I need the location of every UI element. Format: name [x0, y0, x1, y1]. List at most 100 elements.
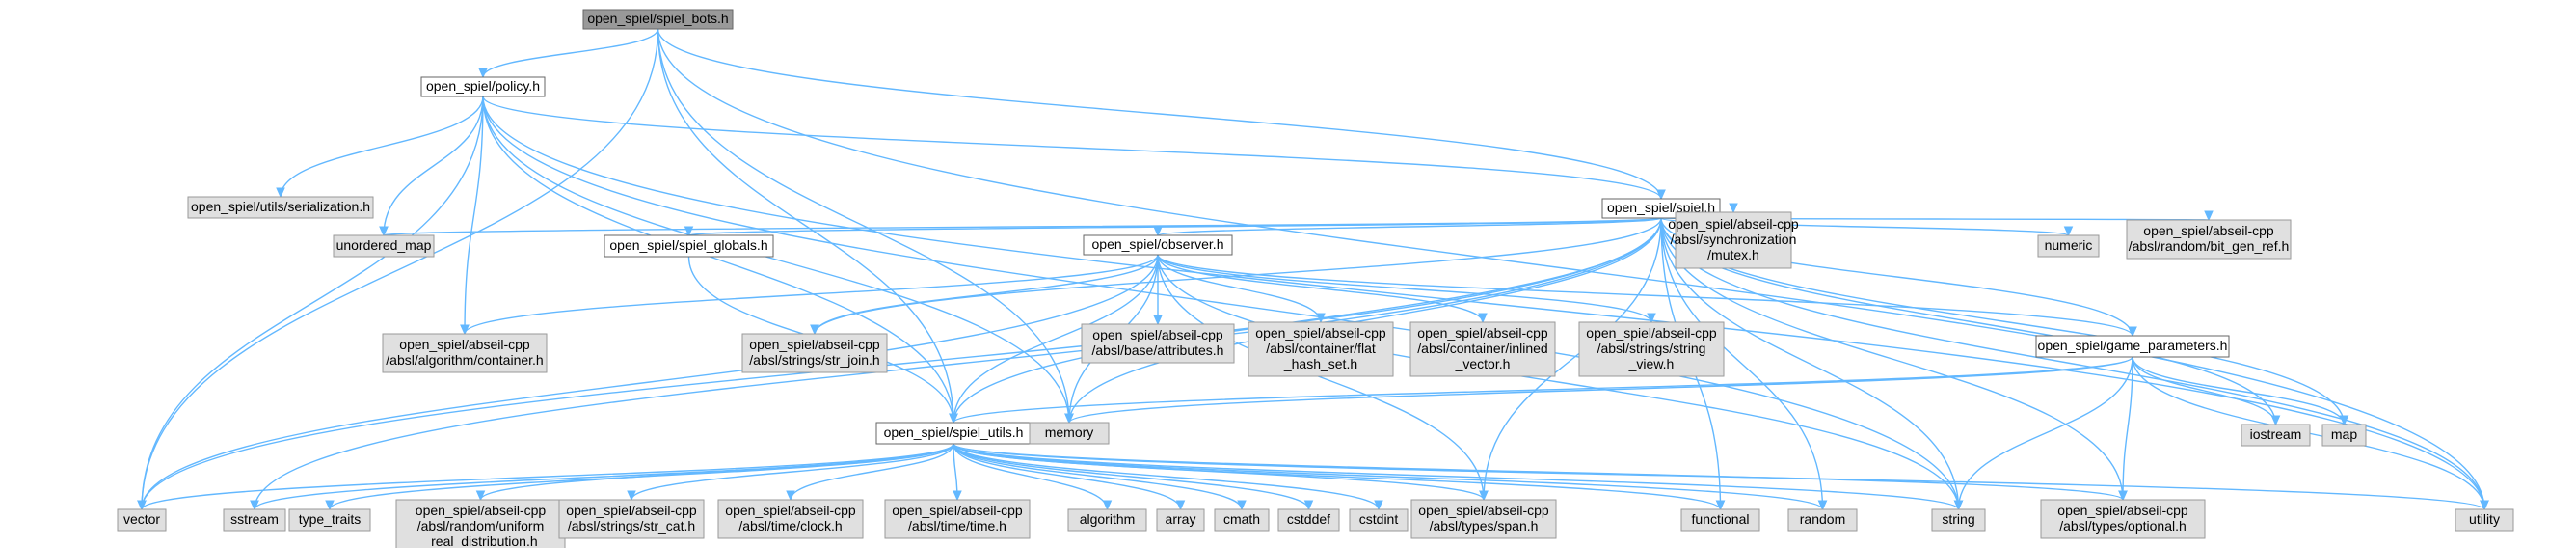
node-box-string_view [1578, 321, 1725, 377]
node-memory: memory [1029, 422, 1110, 445]
edge-observer-to-string [1157, 254, 1960, 510]
node-box-memory [1029, 422, 1110, 445]
node-policy[interactable]: open_spiel/policy.h [420, 76, 546, 97]
arrowhead-game_parameters-to-memory [1064, 413, 1074, 425]
edge-policy-to-serialization [280, 96, 484, 198]
arrowhead-game_parameters-to-map [2339, 415, 2349, 426]
edge-game_parameters-to-optional [2122, 356, 2133, 501]
node-optional: open_spiel/abseil-cpp/absl/types/optiona… [2040, 499, 2206, 539]
arrowhead-observer-to-attributes [1153, 315, 1163, 326]
node-spiel_bots[interactable]: open_spiel/spiel_bots.h [582, 9, 734, 30]
node-observer[interactable]: open_spiel/observer.h [1083, 234, 1233, 256]
node-box-cmath [1214, 508, 1270, 532]
edge-spiel_bots-to-memory [657, 28, 1070, 424]
node-label-algo_container-0: open_spiel/abseil-cpp [399, 337, 530, 352]
node-label-str_cat-0: open_spiel/abseil-cpp [566, 503, 697, 518]
node-utility: utility [2455, 508, 2514, 532]
node-box-span [1410, 499, 1557, 539]
node-spiel_globals[interactable]: open_spiel/spiel_globals.h [604, 234, 774, 258]
node-box-inlined_vector [1409, 321, 1556, 377]
node-box-array [1156, 508, 1205, 532]
edge-spiel_bots-to-spiel_utils [657, 28, 954, 424]
edge-spiel_bots-to-spiel [657, 28, 1662, 200]
arrowhead-spiel_utils-to-cstdint [1374, 500, 1383, 511]
node-label-policy-0: open_spiel/policy.h [426, 78, 540, 94]
arrowhead-spiel_utils-to-functional [1715, 500, 1726, 511]
node-label-cstdint-0: cstdint [1359, 511, 1399, 527]
edge-observer-to-flat_hash_set [1157, 254, 1322, 323]
node-label-bit_gen_ref-0: open_spiel/abseil-cpp [2143, 223, 2274, 238]
node-label-mutex-0: open_spiel/abseil-cpp [1668, 216, 1799, 232]
edge-spiel_utils-to-optional [953, 443, 2124, 501]
node-label-string_view-2: _view.h [1628, 356, 1675, 371]
node-label-unordered_map-0: unordered_map [336, 237, 432, 253]
edge-spiel-to-spiel_globals [687, 217, 1662, 236]
arrowhead-spiel_utils-to-cmath [1237, 500, 1247, 511]
node-box-observer [1083, 234, 1233, 256]
arrowhead-spiel_utils-to-clock [786, 490, 795, 502]
node-label-flat_hash_set-2: _hash_set.h [1283, 356, 1357, 371]
node-label-uniform_real-1: /absl/random/uniform [417, 518, 545, 534]
node-box-str_cat [558, 499, 705, 539]
node-label-clock-1: /absl/time/clock.h [738, 518, 842, 534]
node-box-clock [717, 499, 864, 539]
edge-spiel-to-memory [1068, 217, 1662, 424]
arrowhead-observer-to-game_parameters [2128, 326, 2137, 338]
node-label-str_join-0: open_spiel/abseil-cpp [749, 337, 880, 352]
node-box-functional [1680, 508, 1760, 532]
node-box-spiel_globals [604, 234, 774, 258]
node-label-string-0: string [1942, 511, 1974, 527]
node-label-time-0: open_spiel/abseil-cpp [892, 503, 1023, 518]
node-label-bit_gen_ref-1: /absl/random/bit_gen_ref.h [2129, 238, 2290, 254]
arrowhead-spiel-to-bit_gen_ref [2204, 210, 2214, 222]
node-label-string_view-0: open_spiel/abseil-cpp [1586, 325, 1717, 341]
node-flat_hash_set: open_spiel/abseil-cpp/absl/container/fla… [1248, 321, 1394, 377]
node-game_parameters[interactable]: open_spiel/game_parameters.h [2035, 335, 2230, 358]
node-box-random [1787, 508, 1858, 532]
edge-policy-to-algo_container [464, 96, 484, 335]
node-spiel_utils[interactable]: open_spiel/spiel_utils.h [875, 422, 1032, 445]
edge-spiel_utils-to-str_cat [631, 443, 954, 501]
node-label-span-0: open_spiel/abseil-cpp [1418, 503, 1549, 518]
node-label-memory-0: memory [1045, 425, 1094, 440]
node-box-attributes [1081, 323, 1235, 364]
arrowhead-spiel_utils-to-cstddef [1303, 500, 1314, 511]
edge-spiel-to-optional [1660, 217, 2124, 501]
arrowhead-spiel_utils-to-str_cat [627, 490, 636, 502]
node-cmath: cmath [1214, 508, 1270, 532]
arrowhead-spiel-to-numeric [2063, 226, 2074, 237]
edge-observer-to-spiel_utils [953, 254, 1159, 424]
node-label-utility-0: utility [2469, 511, 2500, 527]
node-box-game_parameters [2035, 335, 2230, 358]
node-random: random [1787, 508, 1858, 532]
edge-spiel-to-span [1483, 217, 1662, 501]
edge-spiel_utils-to-functional [953, 443, 1722, 510]
edge-spiel_utils-to-vector [141, 443, 954, 510]
node-label-observer-0: open_spiel/observer.h [1092, 236, 1224, 252]
edge-spiel-to-vector [141, 217, 1662, 510]
node-label-time-1: /absl/time/time.h [908, 518, 1006, 534]
node-mutex: open_spiel/abseil-cpp/absl/synchronizati… [1668, 211, 1799, 269]
node-algorithm: algorithm [1067, 508, 1147, 532]
arrowhead-observer-to-flat_hash_set [1316, 313, 1326, 324]
node-label-game_parameters-0: open_spiel/game_parameters.h [2038, 338, 2228, 353]
arrowhead-observer-to-string_view [1647, 313, 1656, 324]
arrowhead-policy-to-spiel [1656, 189, 1666, 201]
node-box-optional [2040, 499, 2206, 539]
edge-policy-to-memory [482, 96, 1070, 424]
node-box-spiel_bots [582, 9, 734, 30]
node-box-mutex [1675, 211, 1792, 269]
node-inlined_vector: open_spiel/abseil-cpp/absl/container/inl… [1409, 321, 1556, 377]
node-box-serialization [187, 196, 374, 219]
arrowhead-spiel_utils-to-array [1175, 500, 1186, 511]
node-serialization: open_spiel/utils/serialization.h [187, 196, 374, 219]
edge-observer-to-string_view [1157, 254, 1652, 323]
node-box-flat_hash_set [1248, 321, 1394, 377]
arrowhead-spiel_utils-to-algorithm [1102, 500, 1113, 511]
node-label-sstream-0: sstream [230, 511, 279, 527]
arrowhead-spiel_utils-to-utility [2480, 500, 2489, 511]
node-label-attributes-1: /absl/base/attributes.h [1092, 342, 1224, 358]
node-attributes: open_spiel/abseil-cpp/absl/base/attribut… [1081, 323, 1235, 364]
node-label-inlined_vector-1: /absl/container/inlined [1417, 341, 1547, 356]
arrowhead-spiel_utils-to-random [1817, 500, 1828, 511]
